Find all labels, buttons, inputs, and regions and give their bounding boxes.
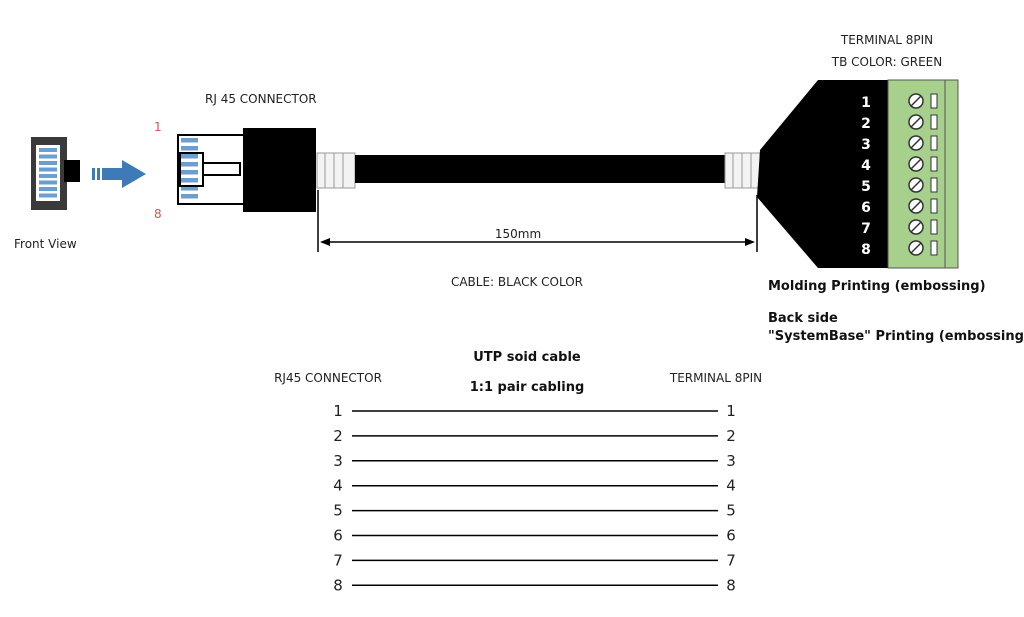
- wire-slot: [930, 114, 938, 130]
- length-label: 150mm: [495, 227, 541, 241]
- wire-slot: [930, 135, 938, 151]
- left-pin-label: 1: [333, 402, 343, 420]
- right-pin-label: 4: [726, 477, 736, 495]
- pin-8-marker: 8: [154, 207, 162, 221]
- contact-stripe: [39, 154, 57, 159]
- molding-note: Molding Printing (embossing): [768, 279, 986, 294]
- right-pin-label: 2: [726, 427, 736, 445]
- contact-stripe: [181, 170, 198, 175]
- terminal-pin-number: 8: [861, 242, 871, 258]
- cable-color-label: CABLE: BLACK COLOR: [451, 275, 583, 289]
- left-pin-label: 3: [333, 452, 343, 470]
- screw-icon: [908, 135, 924, 151]
- systembase-note: "SystemBase" Printing (embossing): [768, 329, 1024, 344]
- screw-icon: [908, 198, 924, 214]
- right-pin-label: 7: [726, 551, 736, 569]
- terminal-pin-number: 3: [861, 137, 871, 153]
- wiring-title: UTP soid cable: [473, 350, 581, 365]
- wire-slot: [930, 156, 938, 172]
- wire-slot: [930, 219, 938, 235]
- terminal-pin-number: 5: [861, 179, 871, 195]
- contact-stripe: [39, 180, 57, 185]
- screw-icon: [908, 240, 924, 256]
- contact-stripe: [39, 193, 57, 198]
- screw-icon: [908, 156, 924, 172]
- terminal-pin-number: 6: [861, 200, 871, 216]
- wire-slot: [930, 93, 938, 109]
- terminal-pin-number: 1: [861, 95, 871, 111]
- contact-stripe: [39, 167, 57, 172]
- contact-stripe: [39, 148, 57, 152]
- wire-slot: [930, 198, 938, 214]
- right-pin-label: 6: [726, 527, 736, 545]
- tb-color-label: TB COLOR: GREEN: [831, 55, 943, 69]
- screw-icon: [908, 114, 924, 130]
- left-pin-label: 6: [333, 527, 343, 545]
- contact-stripe: [39, 174, 57, 178]
- screw-icon: [908, 219, 924, 235]
- wiring-right-label: TERMINAL 8PIN: [669, 371, 762, 385]
- screw-icon: [908, 93, 924, 109]
- screw-icon: [908, 177, 924, 193]
- rj45-contacts: [181, 138, 198, 199]
- wiring-table: 1 1 2 2 3 3 4 4 5 5 6 6 7 7 8 8: [333, 402, 736, 594]
- terminal-block: 1 2 3 4 5 6 7 8: [757, 79, 959, 269]
- left-pin-label: 7: [333, 551, 343, 569]
- front-view-label: Front View: [14, 237, 77, 251]
- left-pin-label: 2: [333, 427, 343, 445]
- contact-stripe: [181, 178, 198, 183]
- left-pin-label: 8: [333, 576, 343, 594]
- rj45-plug: [177, 128, 316, 212]
- terminal-pin-number: 2: [861, 116, 871, 132]
- left-pin-label: 5: [333, 502, 343, 520]
- arrow-icon: [92, 160, 146, 188]
- contact-stripe: [181, 186, 198, 191]
- right-pin-label: 8: [726, 576, 736, 594]
- length-dimension: [317, 190, 758, 252]
- left-pin-label: 4: [333, 477, 343, 495]
- right-pin-label: 3: [726, 452, 736, 470]
- cable: [316, 152, 761, 189]
- front-view-connector: [31, 137, 80, 210]
- right-pin-label: 1: [726, 402, 736, 420]
- front-view-contacts: [39, 148, 57, 198]
- contact-stripe: [181, 194, 198, 199]
- rj45-title: RJ 45 CONNECTOR: [205, 92, 317, 106]
- contact-stripe: [39, 187, 57, 191]
- contact-stripe: [39, 161, 57, 165]
- wiring-left-label: RJ45 CONNECTOR: [274, 371, 382, 385]
- contact-stripe: [181, 138, 198, 143]
- contact-stripe: [181, 154, 198, 159]
- wiring-subtitle: 1:1 pair cabling: [470, 380, 585, 395]
- wire-slot: [930, 240, 938, 256]
- right-pin-label: 5: [726, 502, 736, 520]
- terminal-title: TERMINAL 8PIN: [840, 33, 933, 47]
- wire-slot: [930, 177, 938, 193]
- contact-stripe: [181, 162, 198, 167]
- terminal-pin-number: 4: [861, 158, 871, 174]
- terminal-pin-number: 7: [861, 221, 871, 237]
- contact-stripe: [181, 146, 198, 151]
- back-side-note: Back side: [768, 311, 838, 326]
- pin-1-marker: 1: [154, 120, 162, 134]
